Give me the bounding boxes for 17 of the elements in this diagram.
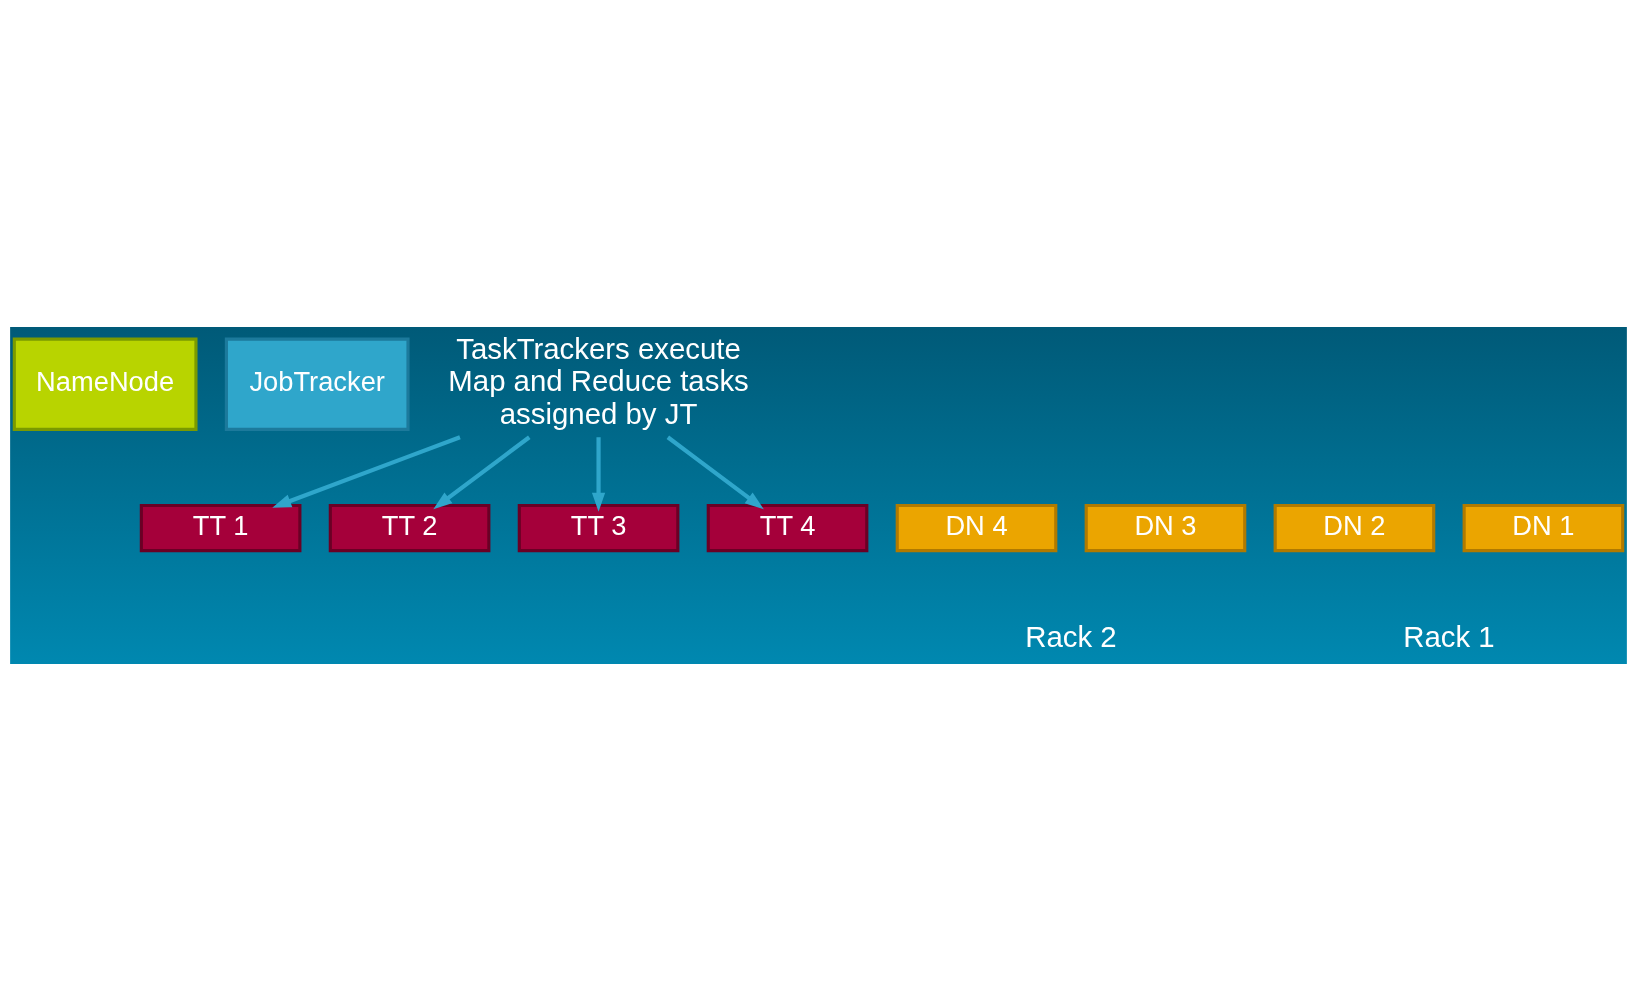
node-box: TT 3: [517, 503, 680, 552]
node-box: JobTracker: [224, 337, 410, 431]
node-box: TT 4: [706, 503, 869, 552]
node-box: DN 4: [895, 503, 1058, 552]
arrow: [591, 436, 606, 512]
arrow: [666, 435, 764, 509]
node-text: TaskTrackers execute Map and Reduce tasks assigned by JT: [448, 331, 749, 430]
arrow: [433, 435, 531, 509]
node-box: NameNode: [12, 337, 198, 431]
node-box: DN 1: [1462, 503, 1625, 552]
arrow: [272, 434, 461, 508]
label: Rack 1: [1403, 619, 1495, 653]
node-box: DN 3: [1084, 503, 1247, 552]
node-box: TT 2: [328, 503, 491, 552]
label: Rack 2: [1025, 619, 1117, 653]
node-box: DN 2: [1273, 503, 1436, 552]
node-box: TT 1: [139, 503, 302, 552]
